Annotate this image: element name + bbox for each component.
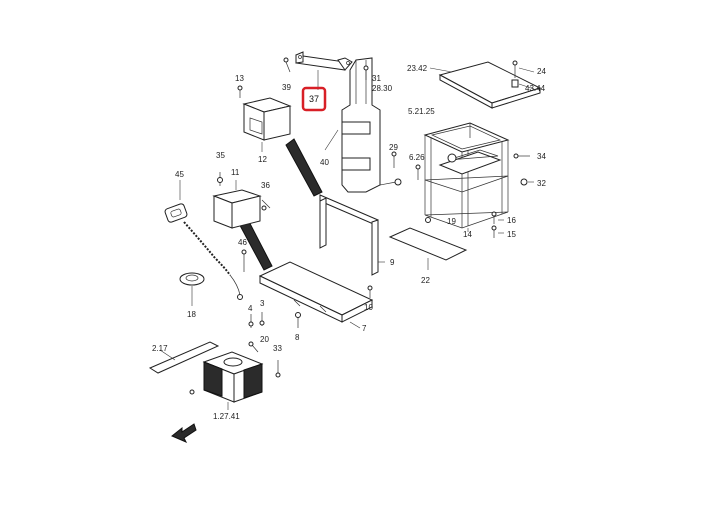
callout-20: 20: [260, 335, 269, 344]
callout-23-42: 23.42: [407, 64, 428, 73]
callout-39: 39: [282, 83, 291, 92]
callout-28-30: 28.30: [372, 84, 393, 93]
callout-34: 34: [537, 152, 546, 161]
screw-35: [217, 172, 223, 186]
screw-36: [261, 199, 271, 211]
cable-45: [164, 180, 243, 300]
bolt-10: [367, 285, 373, 298]
grommet-18: [179, 272, 205, 306]
callout-35: 35: [216, 151, 225, 160]
callout-4: 4: [248, 304, 253, 313]
callout-1-27-41: 1.27.41: [213, 412, 240, 421]
callout-2-17: 2.17: [152, 344, 168, 353]
bolt-19: [425, 217, 431, 223]
mat-22: [388, 227, 468, 270]
bolt-34: [513, 153, 530, 159]
nut-32: [520, 178, 534, 186]
callout-12: 12: [258, 155, 267, 164]
screw-39: [283, 57, 291, 73]
callout-6-26: 6.26: [409, 153, 425, 162]
bracket-37: [295, 51, 353, 90]
callout-31: 31: [372, 74, 381, 83]
small-part-under-box: [189, 389, 195, 395]
callout-29: 29: [389, 143, 398, 152]
bracket-9: [319, 194, 385, 276]
nut-31: [363, 65, 369, 80]
frame-14: [423, 122, 510, 232]
bolt-3: [259, 312, 265, 326]
callout-45: 45: [175, 170, 184, 179]
bolt-16: [491, 211, 504, 224]
callout-13: 13: [235, 74, 244, 83]
screw-33: [275, 360, 281, 378]
pointer-arrow-upper: [285, 138, 323, 197]
callout-33: 33: [273, 344, 282, 353]
callout-36: 36: [261, 181, 270, 190]
screw-13: [237, 85, 243, 98]
callout-14: 14: [463, 230, 472, 239]
hanger-40: [324, 57, 402, 193]
callout-19: 19: [447, 217, 456, 226]
plate-7: [258, 261, 374, 329]
callout-37: 37: [309, 94, 319, 104]
bolt-6-26: [415, 164, 421, 180]
screw-46: [241, 249, 247, 272]
callout-10: 10: [364, 303, 373, 312]
callout-8: 8: [295, 333, 300, 342]
callout-5-21-25: 5.21.25: [408, 107, 435, 116]
screw-24: [512, 60, 535, 78]
bolt-8: [295, 312, 301, 328]
callout-7: 7: [362, 324, 367, 333]
box-11: [212, 180, 262, 229]
bolt-15: [491, 225, 504, 238]
callout-3: 3: [260, 299, 265, 308]
callout-40: 40: [320, 158, 329, 167]
highlight-37: [301, 86, 327, 112]
callout-46: 46: [238, 238, 247, 247]
callout-16: 16: [507, 216, 516, 225]
box-12: [242, 97, 292, 152]
battery-box: [202, 351, 264, 410]
callout-32: 32: [537, 179, 546, 188]
bolt-29: [391, 151, 397, 168]
callout-22: 22: [421, 276, 430, 285]
screw-20: [248, 341, 259, 353]
callout-24: 24: [537, 67, 546, 76]
callout-11: 11: [231, 168, 240, 177]
callout-15: 15: [507, 230, 516, 239]
callout-43-44: 43.44: [525, 84, 546, 93]
orientation-arrow-icon: [171, 423, 197, 443]
callout-18: 18: [187, 310, 196, 319]
clip-43-44: [511, 79, 535, 90]
bolt-4: [248, 314, 254, 328]
callout-9: 9: [390, 258, 395, 267]
cover-23-42: [429, 61, 542, 109]
bracket-2-17: [148, 341, 220, 374]
callout-labels: 13 39 37 31 28.30 23.42 24 43.44 5.21.25…: [152, 64, 546, 421]
